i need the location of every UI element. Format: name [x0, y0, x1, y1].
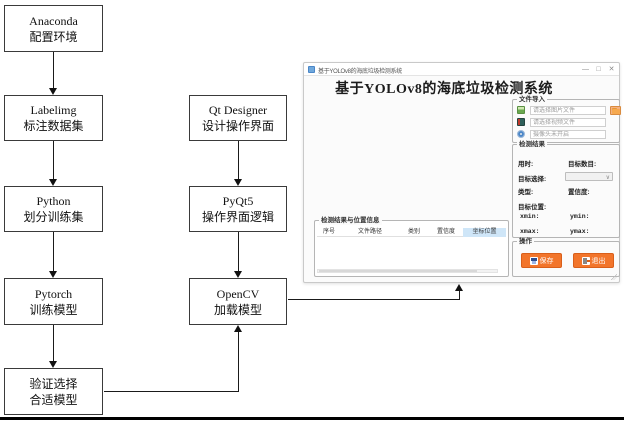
arrowhead-icon [234, 325, 242, 332]
connector-line [459, 291, 460, 299]
video-file-input[interactable]: 请选择视频文件 [530, 118, 606, 127]
flow-box-subtitle: 训练模型 [29, 302, 78, 317]
save-button-label: 保存 [539, 257, 554, 265]
flow-box-python: Python 划分训练集 [4, 186, 103, 232]
flow-box-pytorch: Pytorch 训练模型 [4, 278, 103, 325]
flow-box-subtitle: 设计操作界面 [201, 119, 274, 133]
col-header-class[interactable]: 类别 [407, 229, 420, 235]
xmin-label: xmin: [520, 213, 540, 220]
operations-group: 操作 保存 退出 [512, 238, 620, 277]
connector-line [104, 391, 239, 392]
arrowhead-icon [49, 88, 57, 95]
save-icon [529, 256, 538, 265]
connector-line [238, 141, 239, 179]
camera-status-input[interactable]: 摄像头未开启 [530, 130, 606, 139]
close-button[interactable]: ✕ [608, 66, 615, 73]
flow-box-title: Pytorch [34, 286, 73, 301]
video-icon [517, 118, 525, 126]
connector-line [53, 232, 54, 271]
group-title: 文件导入 [517, 96, 547, 104]
save-button[interactable]: 保存 [521, 253, 562, 268]
flow-box-pyqt5: PyQt5 操作界面逻辑 [189, 186, 287, 232]
arrowhead-icon [49, 361, 57, 368]
confidence-label: 置信度: [568, 189, 590, 196]
flow-box-labelimg: Labelimg 标注数据集 [4, 95, 103, 141]
flow-box-subtitle: 标注数据集 [23, 119, 84, 133]
table-header-row: 序号 文件路径 类别 置信度 坐标位置 [317, 228, 506, 237]
flow-box-anaconda: Anaconda 配置环境 [4, 5, 103, 52]
ymin-label: ymin: [570, 213, 590, 220]
scrollbar-thumb[interactable] [319, 270, 477, 272]
flow-box-qtdesigner: Qt Designer 设计操作界面 [189, 95, 287, 141]
titlebar-title: 基于YOLOv8的海底垃圾检测系统 [318, 69, 402, 75]
image-icon [517, 106, 525, 114]
time-label: 用时: [518, 161, 534, 168]
image-file-input[interactable]: 请选择图片文件 [530, 106, 606, 115]
target-select-label: 目标选择: [518, 176, 547, 183]
arrowhead-icon [49, 179, 57, 186]
page-bottom-rule [0, 417, 624, 420]
browse-folder-icon[interactable] [610, 106, 621, 115]
arrowhead-icon [455, 284, 463, 291]
flow-box-subtitle: 加载模型 [213, 302, 262, 317]
connector-line [53, 141, 54, 179]
flow-box-title: OpenCV [216, 286, 260, 301]
exit-icon [581, 256, 590, 265]
camera-icon [517, 130, 525, 138]
flow-box-validate: 验证选择 合适模型 [4, 368, 103, 415]
results-table-group: 检测结果与位置信息 序号 文件路径 类别 置信度 坐标位置 [314, 217, 509, 277]
maximize-button[interactable]: □ [596, 66, 601, 73]
col-header-confidence[interactable]: 置信度 [436, 229, 455, 235]
connector-line [53, 325, 54, 361]
type-label: 类型: [518, 189, 534, 196]
flow-box-opencv: OpenCV 加载模型 [189, 278, 287, 325]
minimize-button[interactable]: — [582, 66, 589, 73]
flow-box-title: PyQt5 [222, 194, 254, 208]
connector-line [288, 299, 460, 300]
arrowhead-icon [234, 271, 242, 278]
flow-box-title: Anaconda [29, 13, 78, 28]
flow-box-subtitle: 操作界面逻辑 [201, 210, 274, 224]
file-import-group: 文件导入 请选择图片文件 请选择视频文件 摄像头未开启 [512, 96, 621, 143]
col-header-position[interactable]: 坐标位置 [463, 228, 506, 237]
flow-box-subtitle: 合适模型 [29, 392, 78, 407]
app-icon [308, 66, 315, 73]
flow-box-subtitle: 配置环境 [29, 29, 78, 44]
titlebar: 基于YOLOv8的海底垃圾检测系统 — □ ✕ [304, 63, 619, 76]
xmax-label: xmax: [520, 228, 540, 235]
detection-group: 检测结果 用时: 目标数目: 目标选择: ∨ 类型: 置信度: 目标位置: xm… [512, 141, 620, 238]
page-title: 基于YOLOv8的海底垃圾检测系统 [335, 82, 553, 97]
group-title: 检测结果与位置信息 [319, 217, 382, 225]
connector-line [238, 331, 239, 391]
resize-grip[interactable] [611, 274, 617, 280]
target-position-label: 目标位置: [518, 204, 547, 211]
flow-box-title: 验证选择 [29, 376, 78, 391]
target-select-combobox[interactable]: ∨ [565, 172, 613, 181]
arrowhead-icon [234, 179, 242, 186]
count-label: 目标数目: [568, 161, 597, 168]
table-body [317, 237, 505, 268]
group-title: 操作 [517, 238, 534, 246]
arrowhead-icon [49, 271, 57, 278]
connector-line [53, 52, 54, 89]
col-header-index[interactable]: 序号 [322, 229, 335, 235]
flow-box-subtitle: 划分训练集 [23, 210, 84, 224]
exit-button-label: 退出 [591, 257, 606, 265]
exit-button[interactable]: 退出 [573, 253, 614, 268]
flow-box-title: Qt Designer [208, 103, 268, 117]
app-window: 基于YOLOv8的海底垃圾检测系统 — □ ✕ 基于YOLOv8的海底垃圾检测系… [303, 62, 621, 283]
ymax-label: ymax: [570, 228, 590, 235]
flow-box-title: Python [36, 194, 71, 208]
chevron-down-icon: ∨ [605, 175, 610, 181]
horizontal-scrollbar[interactable] [317, 269, 498, 273]
group-title: 检测结果 [517, 141, 547, 149]
connector-line [238, 232, 239, 271]
flow-box-title: Labelimg [30, 103, 77, 117]
col-header-filepath[interactable]: 文件路径 [357, 229, 382, 235]
